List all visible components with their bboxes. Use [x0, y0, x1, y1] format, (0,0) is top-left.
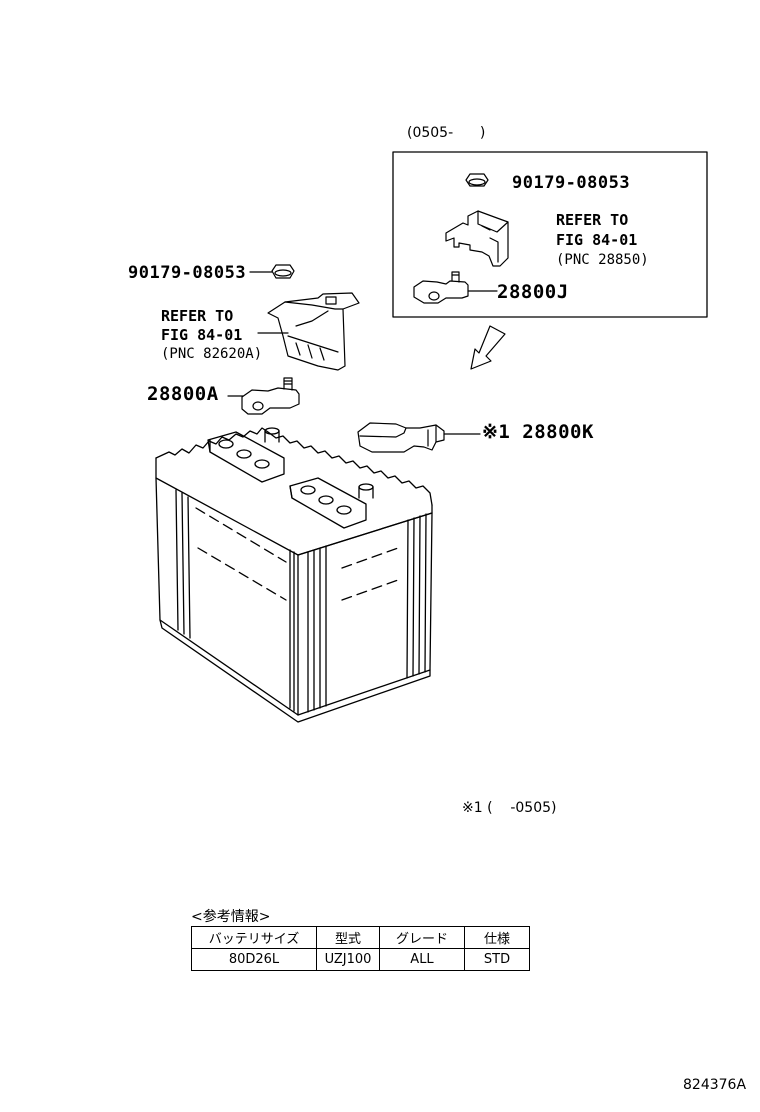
nut-icon — [249, 264, 295, 279]
inset-nut-part-number[interactable]: 90179-08053 — [512, 173, 631, 193]
refer-line2[interactable]: FIG 84-01 — [161, 326, 243, 344]
terminal-k-icon — [357, 422, 481, 453]
info-cell: STD — [464, 948, 530, 971]
direction-arrow-icon — [470, 325, 506, 370]
inset-terminal-icon — [413, 271, 498, 304]
info-header-cell: バッテリサイズ — [191, 926, 317, 949]
inset-frame — [392, 151, 708, 318]
info-heading: <参考情報> — [191, 909, 271, 925]
info-cell: 80D26L — [191, 948, 317, 971]
footnote: ※1 ( -0505) — [462, 800, 557, 816]
inset-range-label: (0505- ) — [407, 125, 486, 141]
info-cell: ALL — [379, 948, 465, 971]
terminal-a-icon — [227, 377, 300, 415]
figure-number: 824376A — [683, 1077, 747, 1093]
refer-pnc: (PNC 82620A) — [161, 346, 263, 362]
terminal-a-part-number[interactable]: 28800A — [147, 383, 219, 405]
inset-nut-icon — [465, 173, 489, 187]
info-table: バッテリサイズ 型式 グレード 仕様 80D26L UZJ100 ALL STD — [191, 926, 530, 971]
info-header-cell: グレード — [379, 926, 465, 949]
battery-icon — [155, 427, 433, 723]
inset-bracket-icon — [445, 210, 509, 267]
table-row: 80D26L UZJ100 ALL STD — [191, 948, 530, 971]
nut-part-number[interactable]: 90179-08053 — [128, 263, 247, 283]
bracket-icon — [257, 292, 360, 371]
info-header-cell: 仕様 — [464, 926, 530, 949]
info-header-cell: 型式 — [316, 926, 380, 949]
terminal-k-part-number[interactable]: ※1 28800K — [482, 421, 594, 443]
inset-refer-line2[interactable]: FIG 84-01 — [556, 231, 638, 249]
info-header-row: バッテリサイズ 型式 グレード 仕様 — [191, 926, 530, 949]
inset-refer-line1: REFER TO — [556, 211, 629, 229]
refer-line1: REFER TO — [161, 307, 234, 325]
inset-terminal-part-number[interactable]: 28800J — [497, 281, 569, 303]
inset-refer-pnc: (PNC 28850) — [556, 252, 649, 268]
info-cell: UZJ100 — [316, 948, 380, 971]
